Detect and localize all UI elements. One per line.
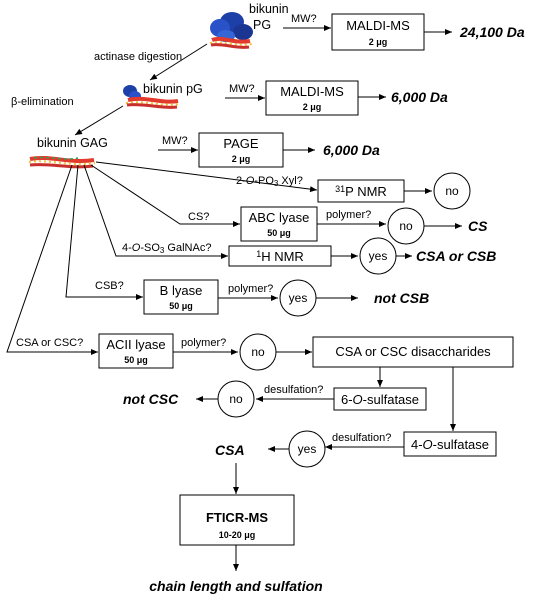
bikunin-pg-label: bikunin: [249, 2, 289, 16]
circle-no-acii-label: no: [251, 345, 265, 359]
result-mw-gag: 6,000 Da: [323, 142, 380, 158]
circle-no-phosphate: [433, 172, 471, 210]
result-cs: CS: [468, 218, 488, 234]
edge-actinase: [149, 43, 208, 81]
question-polymer-acii: polymer?: [181, 337, 226, 349]
question-mw-2: MW?: [229, 83, 255, 95]
page-label: PAGE: [223, 136, 258, 151]
six-o-sulfatase-label: 6-O-sulfatase: [341, 392, 419, 407]
result-csa: CSA: [215, 442, 245, 458]
abc-lyase-box: [240, 206, 318, 242]
maldi-ms-amount-1: 2 μg: [369, 37, 388, 47]
bikunin-pg2-label: bikunin pG: [143, 82, 203, 96]
page-box: [198, 132, 284, 168]
maldi-ms-label-2: MALDI-MS: [280, 84, 344, 99]
circle-no-phosphate-label: no: [445, 184, 459, 198]
b-lyase-label: B lyase: [160, 283, 203, 298]
question-polymer-abc: polymer?: [326, 209, 371, 221]
result-not-csc: not CSC: [123, 391, 179, 407]
bikunin-gag-molecule-icon: [28, 155, 96, 169]
page-amount: 2 μg: [232, 154, 251, 164]
edge-gag-to-b-lyase: [65, 164, 143, 300]
question-mw-1: MW?: [291, 13, 317, 25]
question-cs: CS?: [188, 211, 209, 223]
edge-gag-to-acii: [6, 164, 98, 355]
result-mw-pg: 24,100 Da: [459, 24, 525, 40]
bikunin-pg2-molecule-icon: [123, 85, 181, 109]
question-csb: CSB?: [95, 280, 124, 292]
fticr-ms-label: FTICR-MS: [206, 510, 268, 525]
question-csa-csc: CSA or CSC?: [16, 337, 83, 349]
edge-gag-to-abc: [90, 164, 240, 227]
result-mw-pg2: 6,000 Da: [391, 89, 448, 105]
question-desulfation-6o: desulfation?: [264, 384, 323, 396]
maldi-ms-label-1: MALDI-MS: [346, 18, 410, 33]
h1-nmr-label: 1H NMR: [256, 249, 304, 264]
four-o-sulfatase-label: 4-O-sulfatase: [411, 437, 489, 452]
disaccharides-label: CSA or CSC disaccharides: [335, 344, 491, 359]
abc-lyase-label: ABC lyase: [249, 210, 310, 225]
result-not-csb: not CSB: [374, 290, 429, 306]
question-mw-3: MW?: [162, 135, 188, 147]
step-actinase-label: actinase digestion: [94, 51, 182, 63]
fticr-ms-amount: 10-20 μg: [219, 530, 256, 540]
circle-yes-csb-label: yes: [289, 291, 308, 305]
acii-lyase-amount: 50 μg: [124, 355, 148, 365]
acii-lyase-label: ACII lyase: [106, 337, 165, 352]
edge-gag-to-1h: [83, 164, 228, 259]
circle-no-6o-label: no: [229, 392, 243, 406]
b-lyase-amount: 50 μg: [169, 301, 193, 311]
b-lyase-box: [143, 279, 219, 315]
edge-beta-elimination: [74, 105, 124, 136]
circle-yes-4o-label: yes: [298, 442, 317, 456]
circle-no-cs-label: no: [399, 219, 413, 233]
question-phosphate: 2-O-PO3 Xyl?: [236, 175, 303, 188]
p31-nmr-label: 31P NMR: [335, 184, 387, 199]
question-galnac: 4-O-SO3 GalNAc?: [122, 242, 211, 255]
question-polymer-b: polymer?: [228, 283, 273, 295]
maldi-ms-box-2: [265, 80, 359, 116]
edge-gag-to-31p: [95, 161, 318, 193]
maldi-ms-amount-2: 2 μg: [303, 102, 322, 112]
bikunin-pg-sublabel: PG: [253, 18, 271, 32]
result-final: chain length and sulfation: [149, 578, 322, 594]
maldi-ms-box-1: [331, 13, 425, 51]
abc-lyase-amount: 50 μg: [267, 228, 291, 238]
circle-yes-galnac-label: yes: [369, 249, 388, 263]
step-beta-elimination-label: β-elimination: [11, 96, 74, 108]
bikunin-gag-label: bikunin GAG: [37, 136, 108, 150]
four-o-sulfatase-box: [403, 431, 497, 457]
result-csa-or-csb: CSA or CSB: [416, 248, 496, 264]
disaccharides-box: [312, 336, 514, 368]
acii-lyase-box: [98, 333, 174, 369]
question-desulfation-4o: desulfation?: [332, 432, 391, 444]
fticr-ms-box: [179, 494, 295, 546]
bikunin-pg-molecule-icon: [209, 12, 253, 49]
